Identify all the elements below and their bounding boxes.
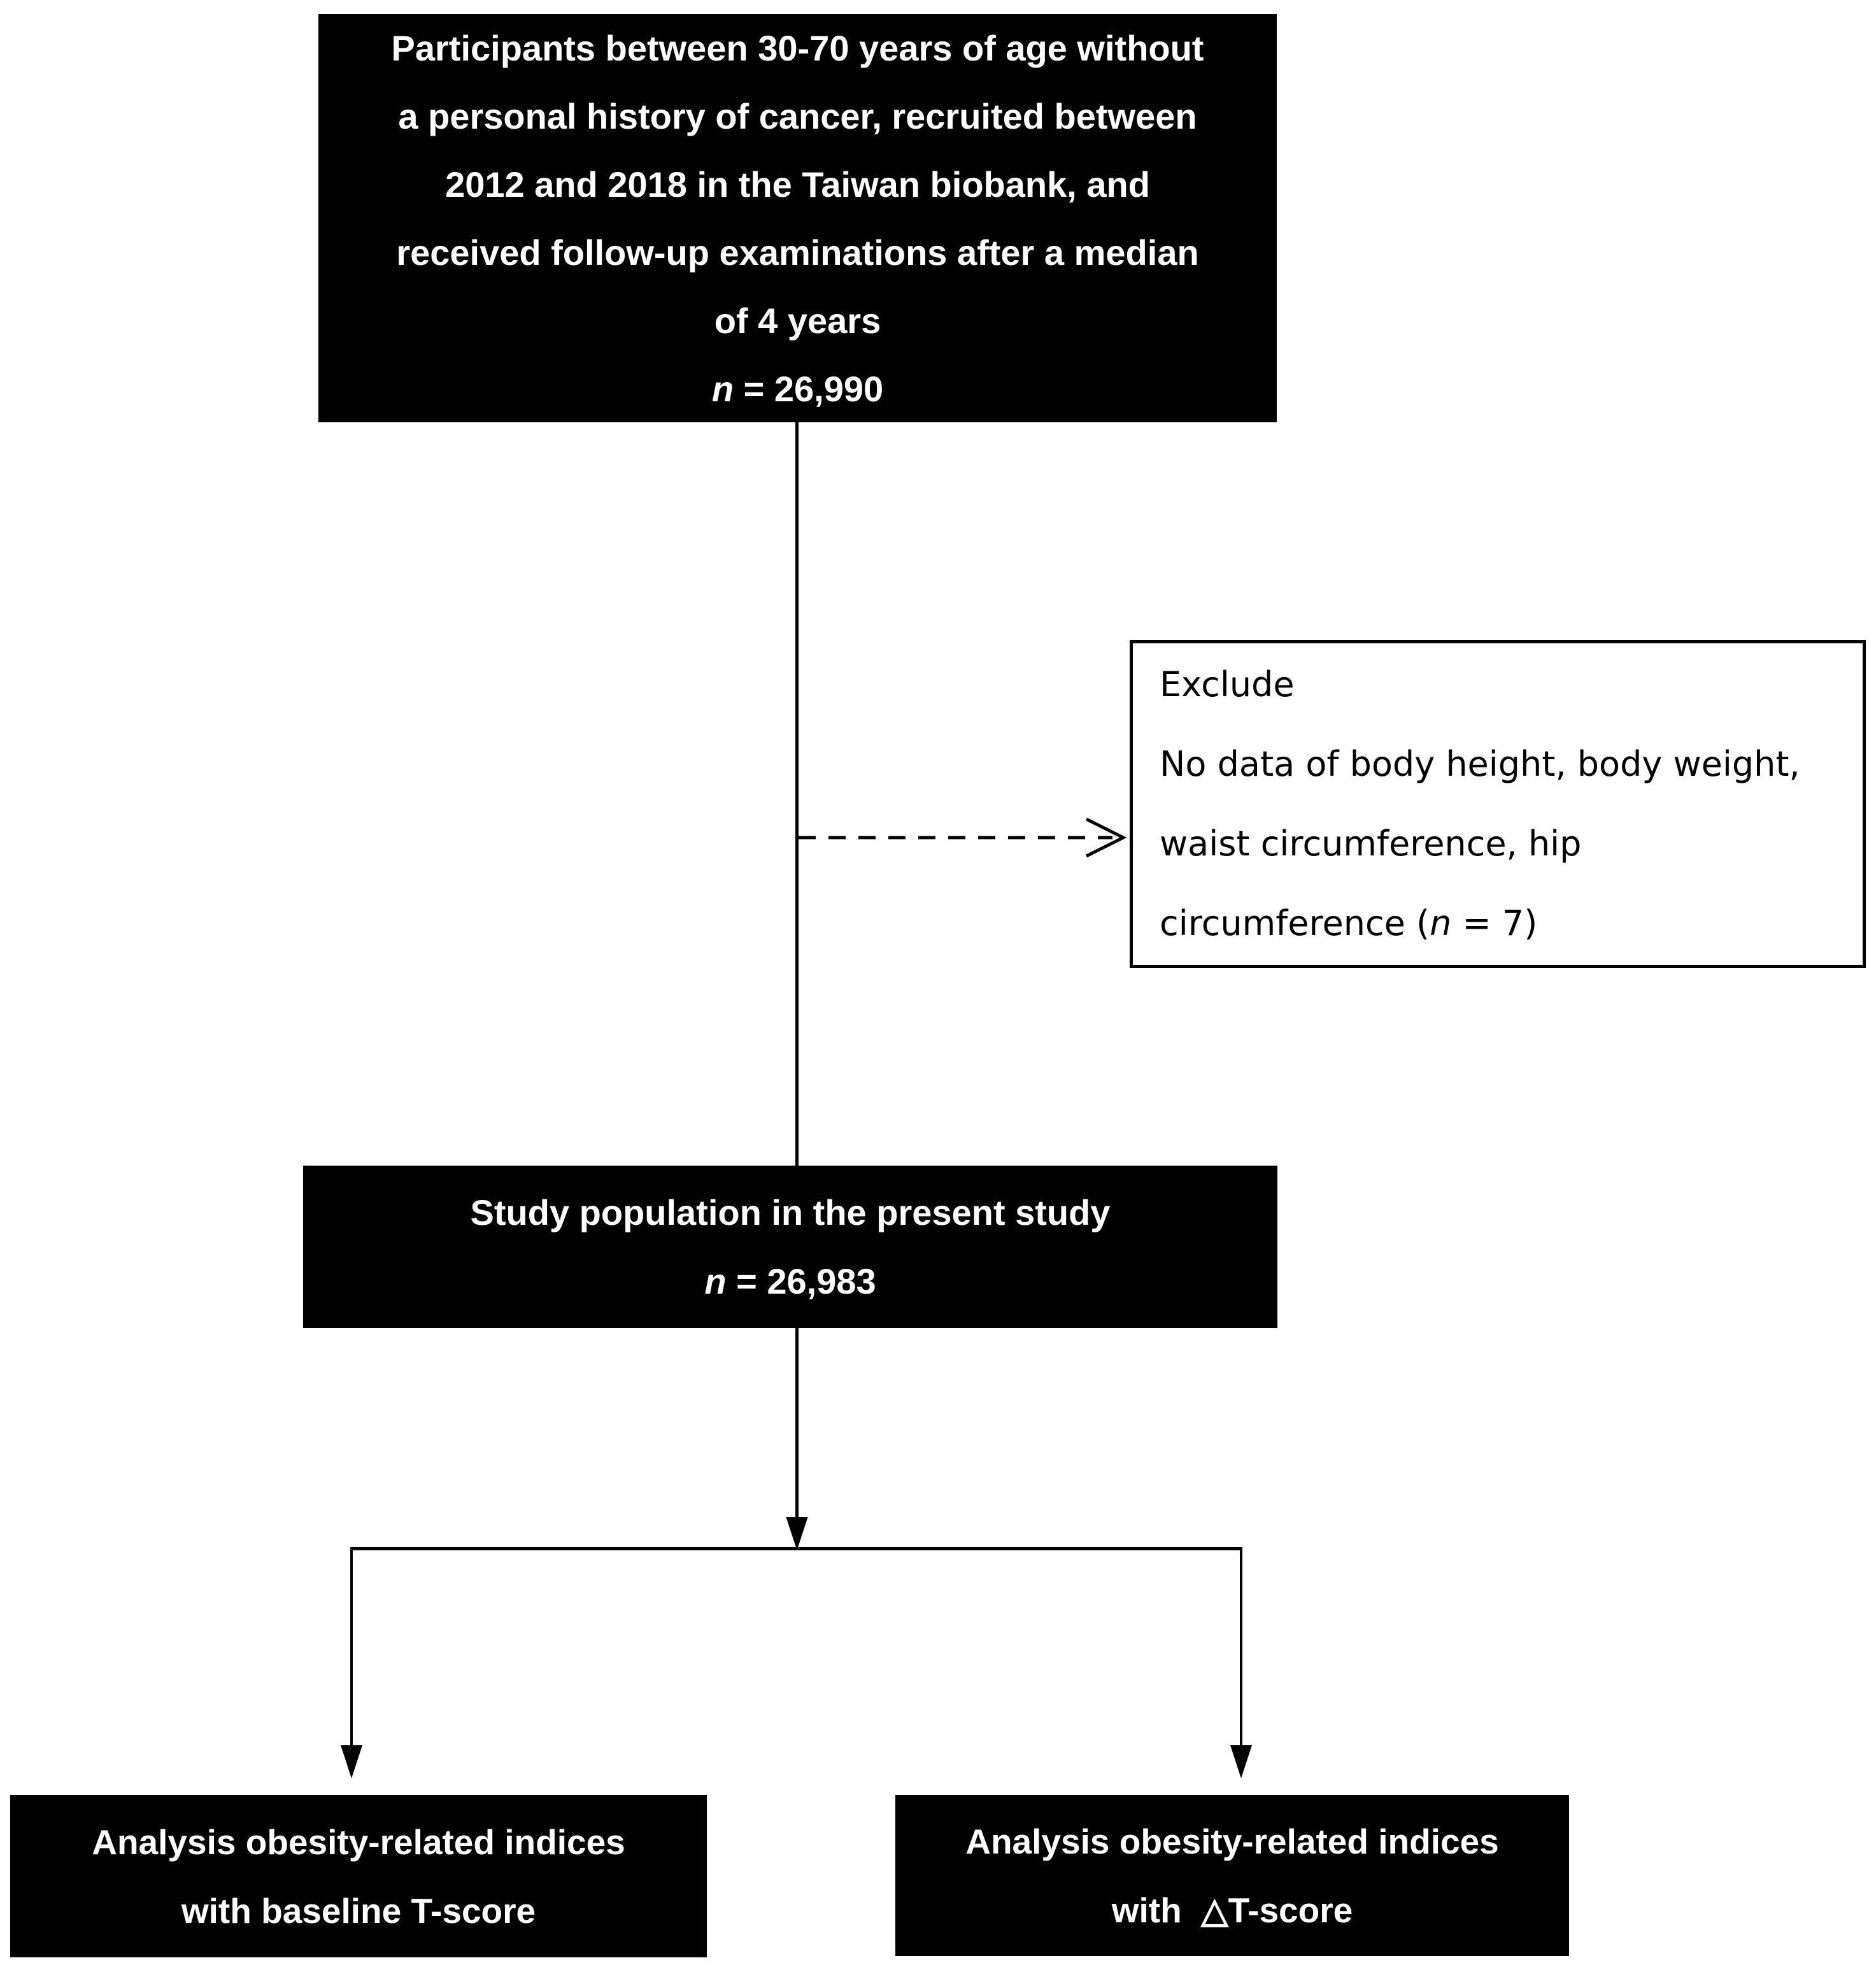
- analysis-line: Analysis obesity-related indices: [965, 1821, 1499, 1861]
- analysis-baseline-tscore-box: Analysis obesity-related indices with ba…: [10, 1795, 707, 1957]
- n-symbol: n: [1430, 903, 1452, 943]
- n-value: = 7): [1451, 903, 1538, 943]
- arrow-down-right: [1230, 1547, 1252, 1778]
- participants-count: n = 26,990: [318, 355, 1277, 423]
- analysis-line: with △T-score: [1111, 1890, 1353, 1930]
- participants-line: Participants between 30-70 years of age …: [391, 27, 1204, 68]
- study-population-box: Study population in the present study n …: [303, 1166, 1277, 1328]
- dashed-arrow-right: [799, 817, 1127, 858]
- participants-line: 2012 and 2018 in the Taiwan biobank, and: [445, 164, 1150, 204]
- participants-line: a personal history of cancer, recruited …: [398, 96, 1197, 136]
- exclude-line: No data of body height, body weight,: [1160, 744, 1800, 784]
- exclude-line: waist circumference, hip: [1160, 824, 1582, 864]
- exclude-box: Exclude No data of body height, body wei…: [1130, 640, 1866, 968]
- n-value: = 26,990: [734, 368, 884, 409]
- arrow-down-center: [786, 1326, 808, 1550]
- exclude-count: circumference (n = 7): [1160, 903, 1538, 943]
- arrow-down-left: [341, 1547, 362, 1778]
- exclude-title: Exclude: [1160, 664, 1295, 704]
- participants-line: of 4 years: [714, 300, 881, 341]
- analysis-line: Analysis obesity-related indices: [92, 1822, 625, 1862]
- analysis-delta-tscore-box: Analysis obesity-related indices with △T…: [895, 1795, 1569, 1956]
- n-symbol: n: [711, 368, 734, 409]
- analysis-line: with baseline T-score: [181, 1890, 536, 1931]
- study-population-line: Study population in the present study: [470, 1192, 1111, 1232]
- participants-line: received follow-up examinations after a …: [396, 232, 1199, 273]
- n-value: = 26,983: [726, 1261, 876, 1301]
- study-population-count: n = 26,983: [303, 1247, 1277, 1316]
- n-symbol: n: [704, 1261, 727, 1301]
- participants-box: Participants between 30-70 years of age …: [318, 14, 1277, 422]
